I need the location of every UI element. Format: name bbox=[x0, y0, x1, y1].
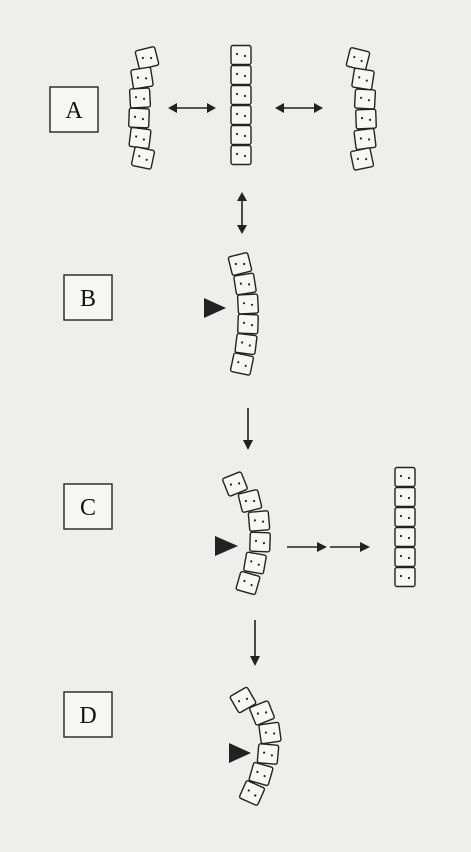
panel-label-a-text: A bbox=[65, 98, 83, 124]
single-arrow-icon bbox=[287, 542, 327, 552]
row-a-right-stack bbox=[345, 46, 378, 172]
double-headed-arrow-icon bbox=[168, 103, 216, 113]
double-headed-arrow-icon bbox=[237, 192, 247, 234]
panel-label-d: D bbox=[63, 691, 113, 738]
black-triangle-pointer-icon bbox=[204, 298, 226, 318]
row-c-curved-stack bbox=[221, 470, 272, 596]
black-triangle-pointer-icon bbox=[215, 536, 238, 556]
row-b-curved-stack bbox=[227, 251, 260, 377]
single-arrow-icon bbox=[330, 542, 370, 552]
panel-label-c-text: C bbox=[80, 495, 96, 521]
panel-label-b-text: B bbox=[80, 286, 96, 312]
row-a-left-stack bbox=[127, 45, 160, 171]
single-arrow-icon bbox=[243, 408, 253, 450]
row-d-curved-stack bbox=[228, 686, 282, 807]
panel-label-d-text: D bbox=[79, 703, 96, 729]
single-arrow-icon bbox=[250, 620, 260, 666]
panel-label-a: A bbox=[49, 86, 99, 133]
black-triangle-pointer-icon bbox=[229, 743, 251, 763]
panel-label-c: C bbox=[63, 483, 113, 530]
row-a-straight-stack bbox=[230, 44, 252, 166]
double-headed-arrow-icon bbox=[275, 103, 323, 113]
panel-label-b: B bbox=[63, 274, 113, 321]
row-c-straight-stack bbox=[394, 466, 416, 588]
